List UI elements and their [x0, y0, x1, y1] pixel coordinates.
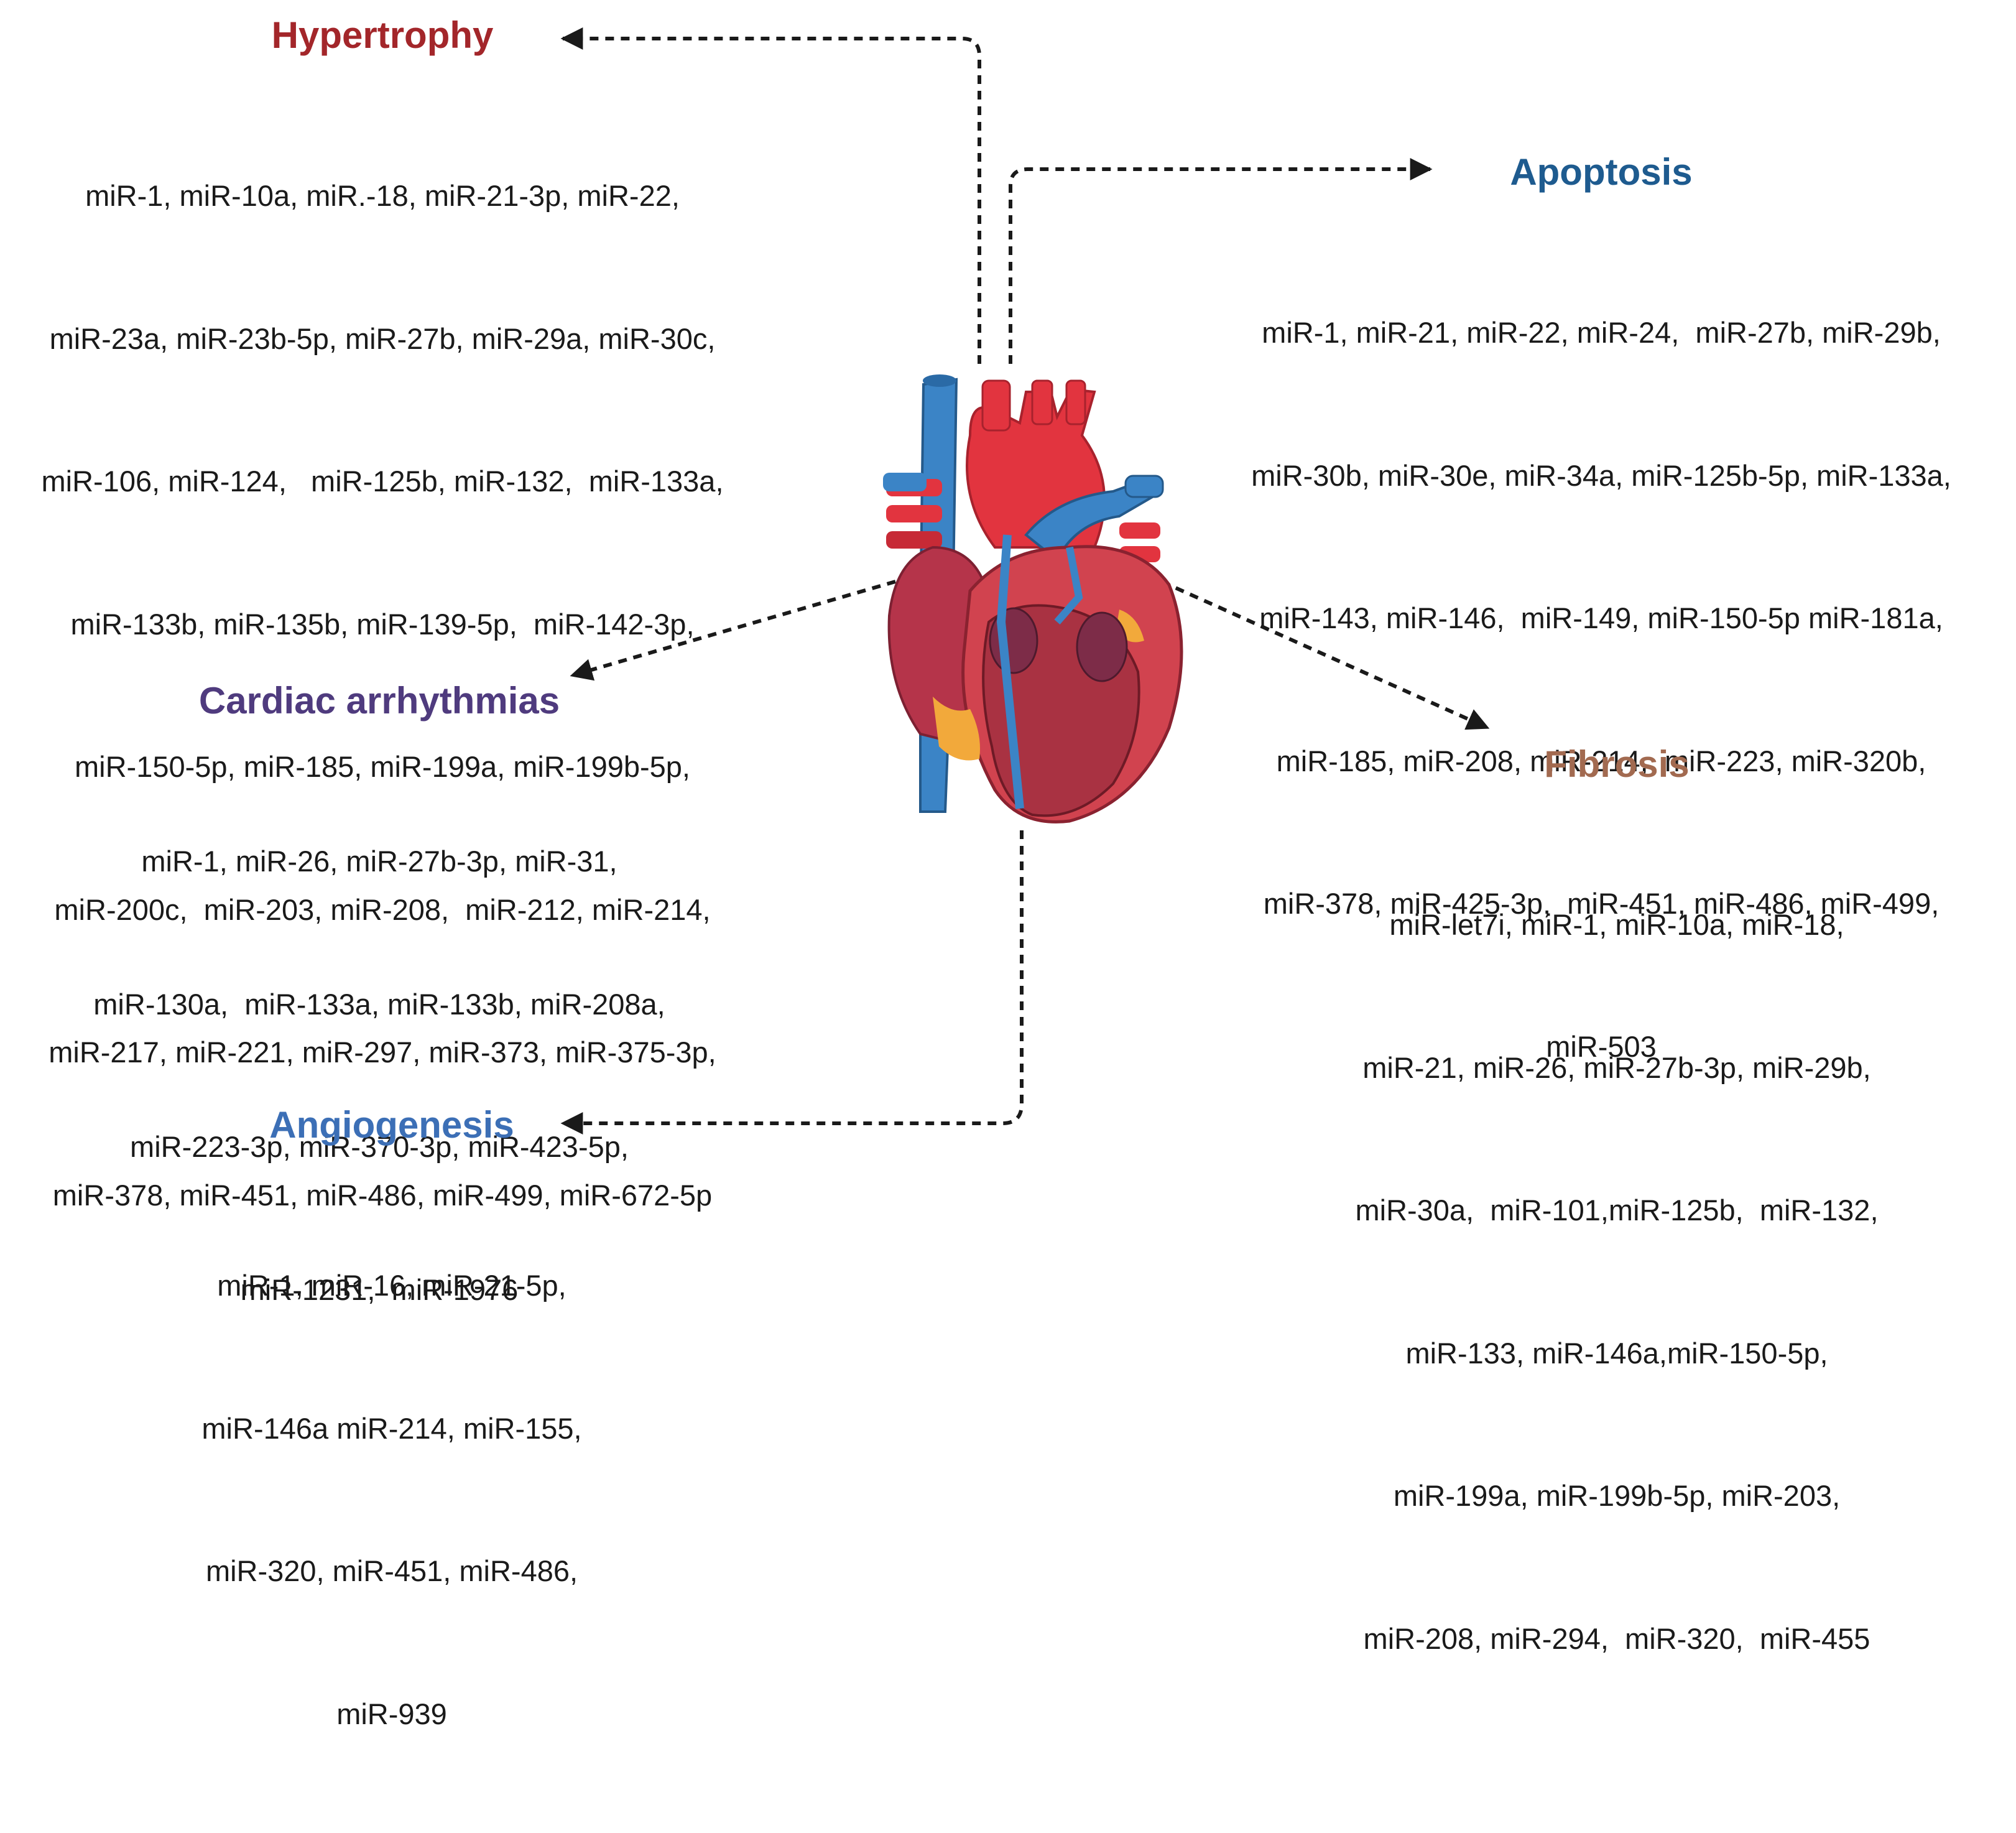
hypertrophy-line: miR-200c, miR-203, miR-208, miR-212, miR… — [54, 893, 711, 926]
diagram-graphics — [560, 27, 1490, 1135]
arrhythmias-mirna-list: miR-1, miR-26, miR-27b-3p, miR-31, miR-1… — [50, 743, 709, 1409]
apoptosis-line: miR-503 — [1546, 1029, 1657, 1063]
arrow-to-hypertrophy — [560, 27, 981, 364]
apoptosis-title: Apoptosis — [1510, 151, 1693, 193]
hypertrophy-line: miR-106, miR-124, miR-125b, miR-132, miR… — [41, 465, 724, 498]
fibrosis-title: Fibrosis — [1544, 743, 1690, 785]
apoptosis-line: miR-1, miR-21, miR-22, miR-24, miR-27b, … — [1262, 316, 1941, 349]
arrhythmias-line: miR-1, miR-26, miR-27b-3p, miR-31, — [141, 845, 617, 878]
apoptosis-line: miR-185, miR-208, miR-214, miR-223, miR-… — [1276, 744, 1926, 777]
apoptosis-line: miR-30b, miR-30e, miR-34a, miR-125b-5p, … — [1251, 458, 1951, 492]
arrhythmias-line: miR-1231, miR-1976 — [240, 1273, 519, 1306]
arrhythmias-title: Cardiac arrhythmias — [198, 680, 560, 722]
fibrosis-line: miR-208, miR-294, miR-320, miR-455 — [1363, 1622, 1870, 1655]
arrhythmias-line: miR-223-3p, miR-370-3p, miR-423-5p, — [130, 1130, 629, 1163]
hypertrophy-line: miR-217, miR-221, miR-297, miR-373, miR-… — [49, 1036, 716, 1069]
apoptosis-block: Apoptosis miR-1, miR-21, miR-22, miR-24,… — [1194, 148, 2009, 1166]
angiogenesis-line: miR-146a miR-214, miR-155, — [201, 1411, 582, 1445]
hypertrophy-line: miR-133b, miR-135b, miR-139-5p, miR-142-… — [70, 607, 695, 641]
apoptosis-mirna-list: miR-1, miR-21, miR-22, miR-24, miR-27b, … — [1194, 214, 2009, 1166]
apoptosis-line: miR-143, miR-146, miR-149, miR-150-5p mi… — [1259, 601, 1943, 634]
fibrosis-line: miR-133, miR-146a,miR-150-5p, — [1405, 1336, 1828, 1370]
hypertrophy-title: Hypertrophy — [271, 14, 494, 56]
apoptosis-line: miR-378, miR-425-3p, miR-451, miR-486, m… — [1263, 887, 1940, 920]
fibrosis-line: miR-21, miR-26, miR-27b-3p, miR-29b, — [1362, 1051, 1871, 1084]
angiogenesis-title: Angiogenesis — [269, 1104, 514, 1146]
fibrosis-line: miR-199a, miR-199b-5p, miR-203, — [1393, 1479, 1841, 1512]
arrow-to-fibrosis — [1160, 580, 1490, 730]
fibrosis-line: miR-30a, miR-101,miR-125b, miR-132, — [1355, 1194, 1879, 1227]
hypertrophy-line: miR-150-5p, miR-185, miR-199a, miR-199b-… — [75, 750, 690, 783]
arrhythmias-block: Cardiac arrhythmias miR-1, miR-26, miR-2… — [50, 677, 709, 1409]
angiogenesis-line: miR-939 — [336, 1697, 447, 1730]
hypertrophy-line: miR-23a, miR-23b-5p, miR-27b, miR-29a, m… — [49, 322, 716, 355]
angiogenesis-line: miR-1, miR-16, miR-21-5p, — [217, 1269, 566, 1302]
arrow-to-apoptosis — [1009, 158, 1433, 364]
hypertrophy-line: miR-378, miR-451, miR-486, miR-499, miR-… — [52, 1178, 713, 1212]
heart-icon — [883, 374, 1183, 824]
hypertrophy-block: Hypertrophy miR-1, miR-10a, miR.-18, miR… — [6, 11, 759, 1314]
arrow-to-angiogenesis — [560, 830, 1024, 1135]
fibrosis-line: miR-let7i, miR-1, miR-10a, miR-18, — [1389, 908, 1844, 941]
hypertrophy-mirna-list: miR-1, miR-10a, miR.-18, miR-21-3p, miR-… — [6, 77, 759, 1314]
arrhythmias-line: miR-130a, miR-133a, miR-133b, miR-208a, — [93, 987, 665, 1021]
angiogenesis-line: miR-320, miR-451, miR-486, — [205, 1554, 578, 1587]
arrow-to-arrhythmias — [570, 580, 896, 681]
hypertrophy-line: miR-1, miR-10a, miR.-18, miR-21-3p, miR-… — [85, 179, 680, 212]
